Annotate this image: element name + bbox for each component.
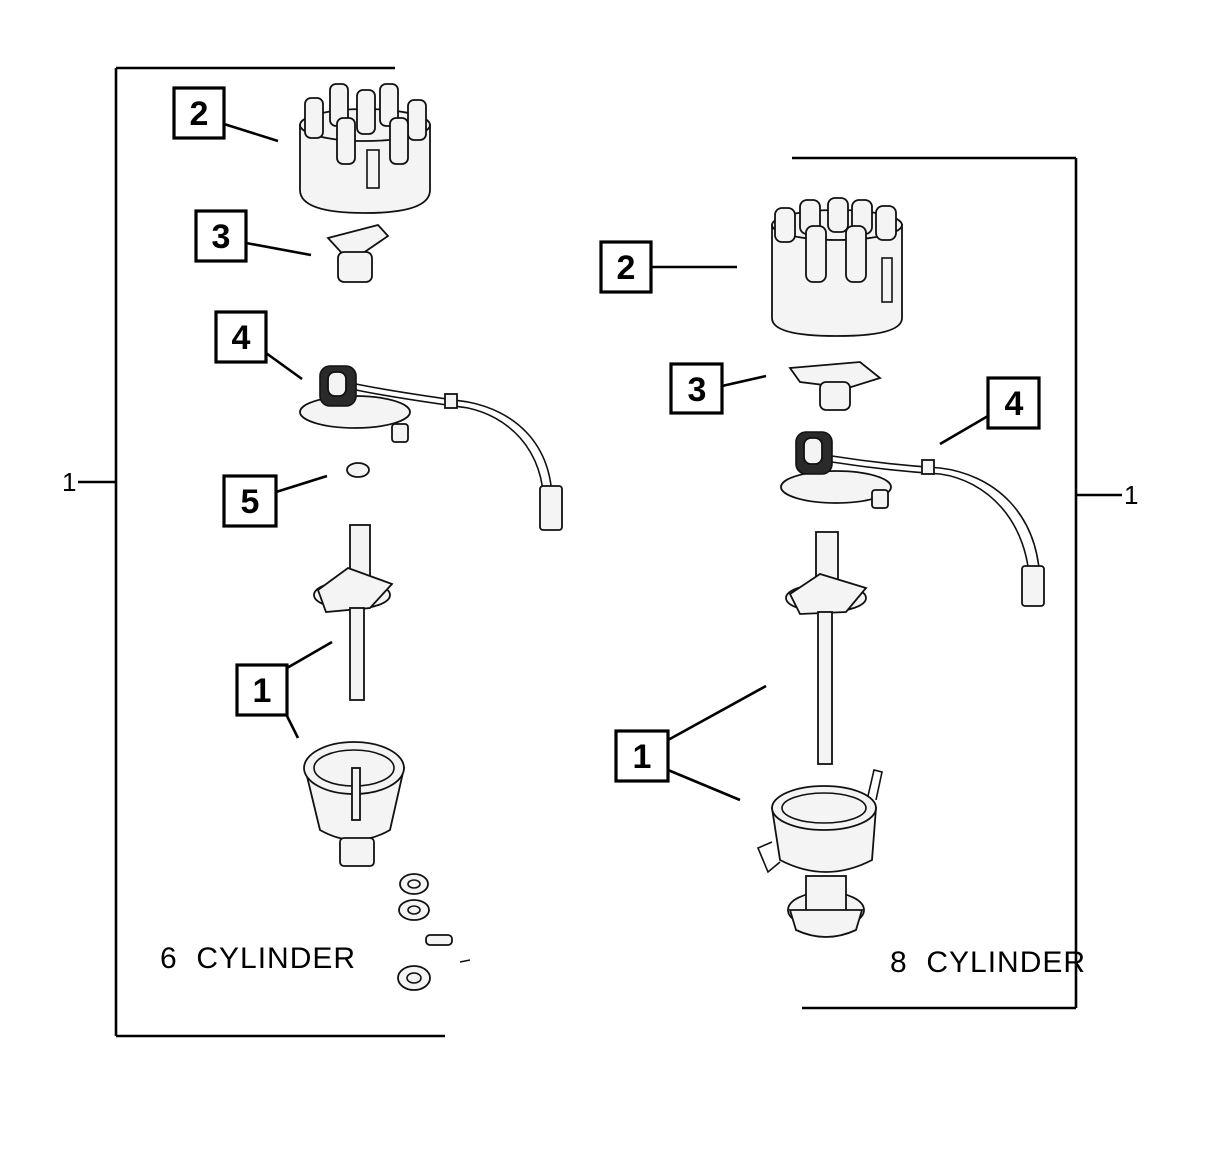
svg-text:2: 2 [617, 249, 636, 287]
six-cylinder-bracket [78, 66, 445, 1038]
eight-cylinder-callout-4: 4 [986, 376, 1041, 430]
svg-text:1: 1 [633, 738, 652, 776]
eight-cylinder-bracket [792, 156, 1122, 1010]
svg-text:3: 3 [212, 218, 231, 256]
six-cylinder-rotor [326, 223, 390, 283]
eight-cylinder-callout-3: 3 [669, 362, 724, 415]
six-cylinder-housing [303, 741, 406, 867]
six-cylinder-callout-2: 2 [172, 86, 226, 140]
six-cylinder-leader-lines [223, 122, 333, 739]
six-cylinder-retainer-washer [346, 462, 370, 478]
eight-cylinder-distributor-cap [771, 197, 903, 337]
eight-cylinder-pickup-assembly [780, 431, 1045, 607]
six-cylinder-callout-3: 3 [194, 209, 248, 263]
eight-cylinder-shaft-assembly [785, 531, 868, 765]
eight-cylinder-rotor [788, 361, 882, 411]
svg-text:4: 4 [232, 319, 251, 357]
six-cylinder-title: 6 CYLINDER [160, 942, 356, 975]
svg-text:2: 2 [190, 95, 209, 133]
eight-cylinder-group: 1 [599, 156, 1138, 1010]
eight-cylinder-title: 8 CYLINDER [890, 946, 1086, 979]
six-cylinder-distributor-cap [299, 83, 431, 214]
eight-cylinder-callout-1: 1 [614, 729, 670, 783]
eight-cylinder-leader-lines [651, 265, 989, 802]
svg-text:4: 4 [1005, 385, 1024, 423]
six-cylinder-hardware [397, 873, 471, 991]
six-cylinder-callout-1: 1 [235, 663, 289, 717]
six-cylinder-pickup-assembly [299, 365, 563, 531]
svg-text:1: 1 [253, 672, 272, 710]
svg-text:5: 5 [241, 483, 260, 521]
six-cylinder-group: 1 [62, 66, 563, 1038]
svg-text:3: 3 [688, 371, 707, 409]
eight-cylinder-bracket-label: 1 [1124, 480, 1138, 510]
six-cylinder-callout-5: 5 [222, 474, 278, 528]
six-cylinder-shaft-assembly [313, 524, 394, 701]
eight-cylinder-callout-2: 2 [599, 240, 653, 294]
six-cylinder-callout-4: 4 [214, 310, 268, 364]
six-cylinder-bracket-label: 1 [62, 467, 76, 497]
eight-cylinder-housing [756, 769, 883, 938]
